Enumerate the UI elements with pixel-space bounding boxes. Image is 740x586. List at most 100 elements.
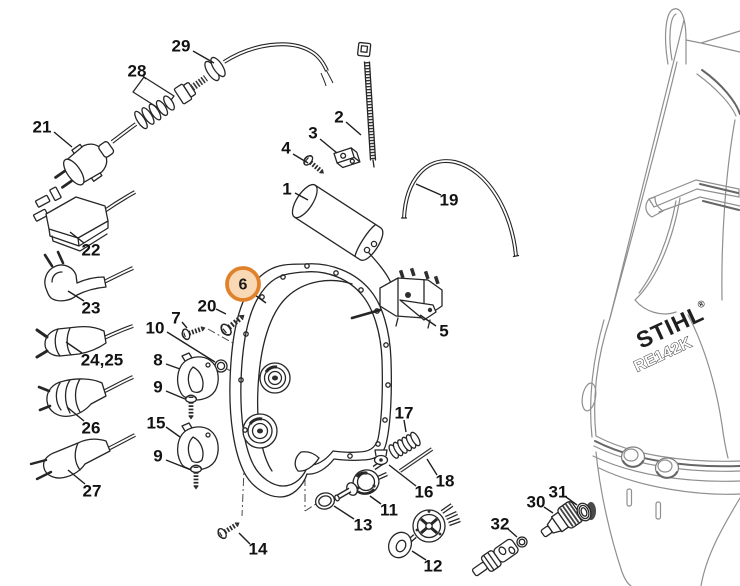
- leader-line-14: [238, 532, 251, 545]
- leader-line-9: [165, 390, 186, 400]
- cover-boss-upper: [259, 362, 291, 394]
- cable-tie-drawing: [357, 41, 377, 168]
- part-label-22[interactable]: 22: [82, 241, 101, 260]
- leader-line-22: [69, 231, 85, 244]
- leader-line-21: [53, 131, 73, 148]
- highlight-leader-line: [254, 294, 267, 304]
- part-label-17[interactable]: 17: [395, 404, 414, 423]
- part-label-29[interactable]: 29: [172, 37, 191, 56]
- part-label-19[interactable]: 19: [440, 191, 459, 210]
- knob-15-drawing: [176, 422, 219, 471]
- clamp-3-drawing: [333, 147, 361, 169]
- spring-17-drawing: [388, 431, 421, 459]
- pin-18-drawing: [398, 447, 434, 473]
- part-label-18[interactable]: 18: [436, 472, 455, 491]
- leader-line-29: [192, 50, 215, 64]
- screw-9-upper-drawing: [186, 395, 197, 419]
- part-label-4[interactable]: 4: [281, 139, 291, 158]
- leader-line-8: [165, 363, 181, 370]
- plug-22-drawing: [32, 186, 136, 252]
- registered-mark-text: ®: [696, 298, 707, 311]
- rotary-switch-12-drawing: [402, 503, 461, 549]
- part-label-31[interactable]: 31: [549, 483, 568, 502]
- cover-part-drawing: [229, 263, 392, 498]
- plug-27-drawing: [29, 433, 136, 481]
- switch-5-drawing: [350, 267, 443, 329]
- pump-valve-11-drawing: [334, 459, 388, 502]
- capacitor-drawing: [291, 183, 392, 284]
- leader-line-10: [166, 331, 216, 363]
- leader-line-3: [319, 138, 338, 154]
- part-label-9[interactable]: 9: [153, 447, 162, 466]
- leader-line-20: [215, 308, 227, 315]
- plug-21-drawing: [54, 122, 138, 189]
- grommet-29-drawing: [204, 56, 226, 82]
- leader-line-17: [403, 419, 407, 433]
- coupling-30-drawing: [540, 501, 584, 538]
- part-label-26[interactable]: 26: [82, 419, 101, 438]
- leader-line-26: [66, 406, 85, 422]
- clip-16-drawing: [373, 449, 389, 466]
- leader-line-30: [543, 506, 554, 514]
- plug-24-25-drawing: [35, 324, 134, 359]
- leader-line-15: [165, 426, 181, 438]
- oring-32-drawing: [516, 536, 528, 548]
- plug-23-drawing: [43, 250, 134, 302]
- part-label-13[interactable]: 13: [354, 516, 373, 535]
- part-label-20[interactable]: 20: [198, 297, 217, 316]
- hose-19-drawing: [400, 159, 520, 258]
- part-label-9[interactable]: 9: [153, 378, 162, 397]
- machine-preview-drawing: STIHL ® RE142K: [581, 8, 740, 586]
- highlight-circle-icon[interactable]: [225, 266, 261, 302]
- highlighted-part-marker[interactable]: 6: [225, 266, 267, 304]
- part-label-10[interactable]: 10: [146, 319, 165, 338]
- leader-line-1: [294, 192, 309, 201]
- part-label-15[interactable]: 15: [147, 414, 166, 433]
- part-label-16[interactable]: 16: [415, 483, 434, 502]
- part-label-1[interactable]: 1: [282, 180, 291, 199]
- part-label-21[interactable]: 21: [33, 118, 52, 137]
- washer-31-drawing: [576, 502, 592, 522]
- strain-relief-28-drawing: [132, 75, 209, 130]
- leader-line-7: [181, 321, 188, 329]
- part-label-27[interactable]: 27: [83, 482, 102, 501]
- leader-line-31: [565, 496, 578, 506]
- screw-9-lower-drawing: [191, 465, 202, 489]
- leader-line-11: [369, 495, 382, 505]
- leader-line-2: [345, 121, 362, 136]
- leader-lines-layer: [53, 50, 578, 561]
- plug-26-drawing: [37, 375, 134, 417]
- part-label-28[interactable]: 28: [128, 62, 147, 81]
- highlighted-part-number[interactable]: 6: [239, 277, 248, 294]
- part-label-14[interactable]: 14: [249, 540, 268, 559]
- part-label-23[interactable]: 23: [82, 299, 101, 318]
- part-label-12[interactable]: 12: [424, 557, 443, 576]
- leader-line-28: [141, 74, 147, 80]
- quick-coupler-drawing: [471, 538, 519, 577]
- part-label-5[interactable]: 5: [439, 322, 448, 341]
- leader-line-23: [67, 290, 85, 302]
- part-label-32[interactable]: 32: [491, 515, 510, 534]
- part-label-24,25[interactable]: 24,25: [81, 351, 124, 370]
- leader-line-4: [292, 153, 309, 164]
- part-label-7[interactable]: 7: [171, 309, 180, 328]
- screw-14-drawing: [216, 518, 242, 540]
- part-label-11[interactable]: 11: [380, 501, 398, 520]
- leader-line-12: [411, 550, 427, 561]
- part-label-8[interactable]: 8: [153, 351, 162, 370]
- gasket-12-drawing: [387, 531, 413, 559]
- part-label-3[interactable]: 3: [308, 124, 317, 143]
- leader-line-24,25: [65, 341, 83, 354]
- leader-line-19: [415, 183, 442, 196]
- leader-line-13: [333, 505, 355, 520]
- cover-notch: [294, 451, 320, 472]
- part-label-30[interactable]: 30: [527, 493, 546, 512]
- part-label-2[interactable]: 2: [334, 108, 343, 127]
- leader-line-32: [507, 528, 518, 538]
- cover-boss-lower: [242, 413, 278, 449]
- part-labels-layer: 292821222324,252627234119520710891591413…: [33, 37, 568, 576]
- cover-screw-holes: [238, 263, 391, 459]
- leader-line-18: [426, 458, 438, 476]
